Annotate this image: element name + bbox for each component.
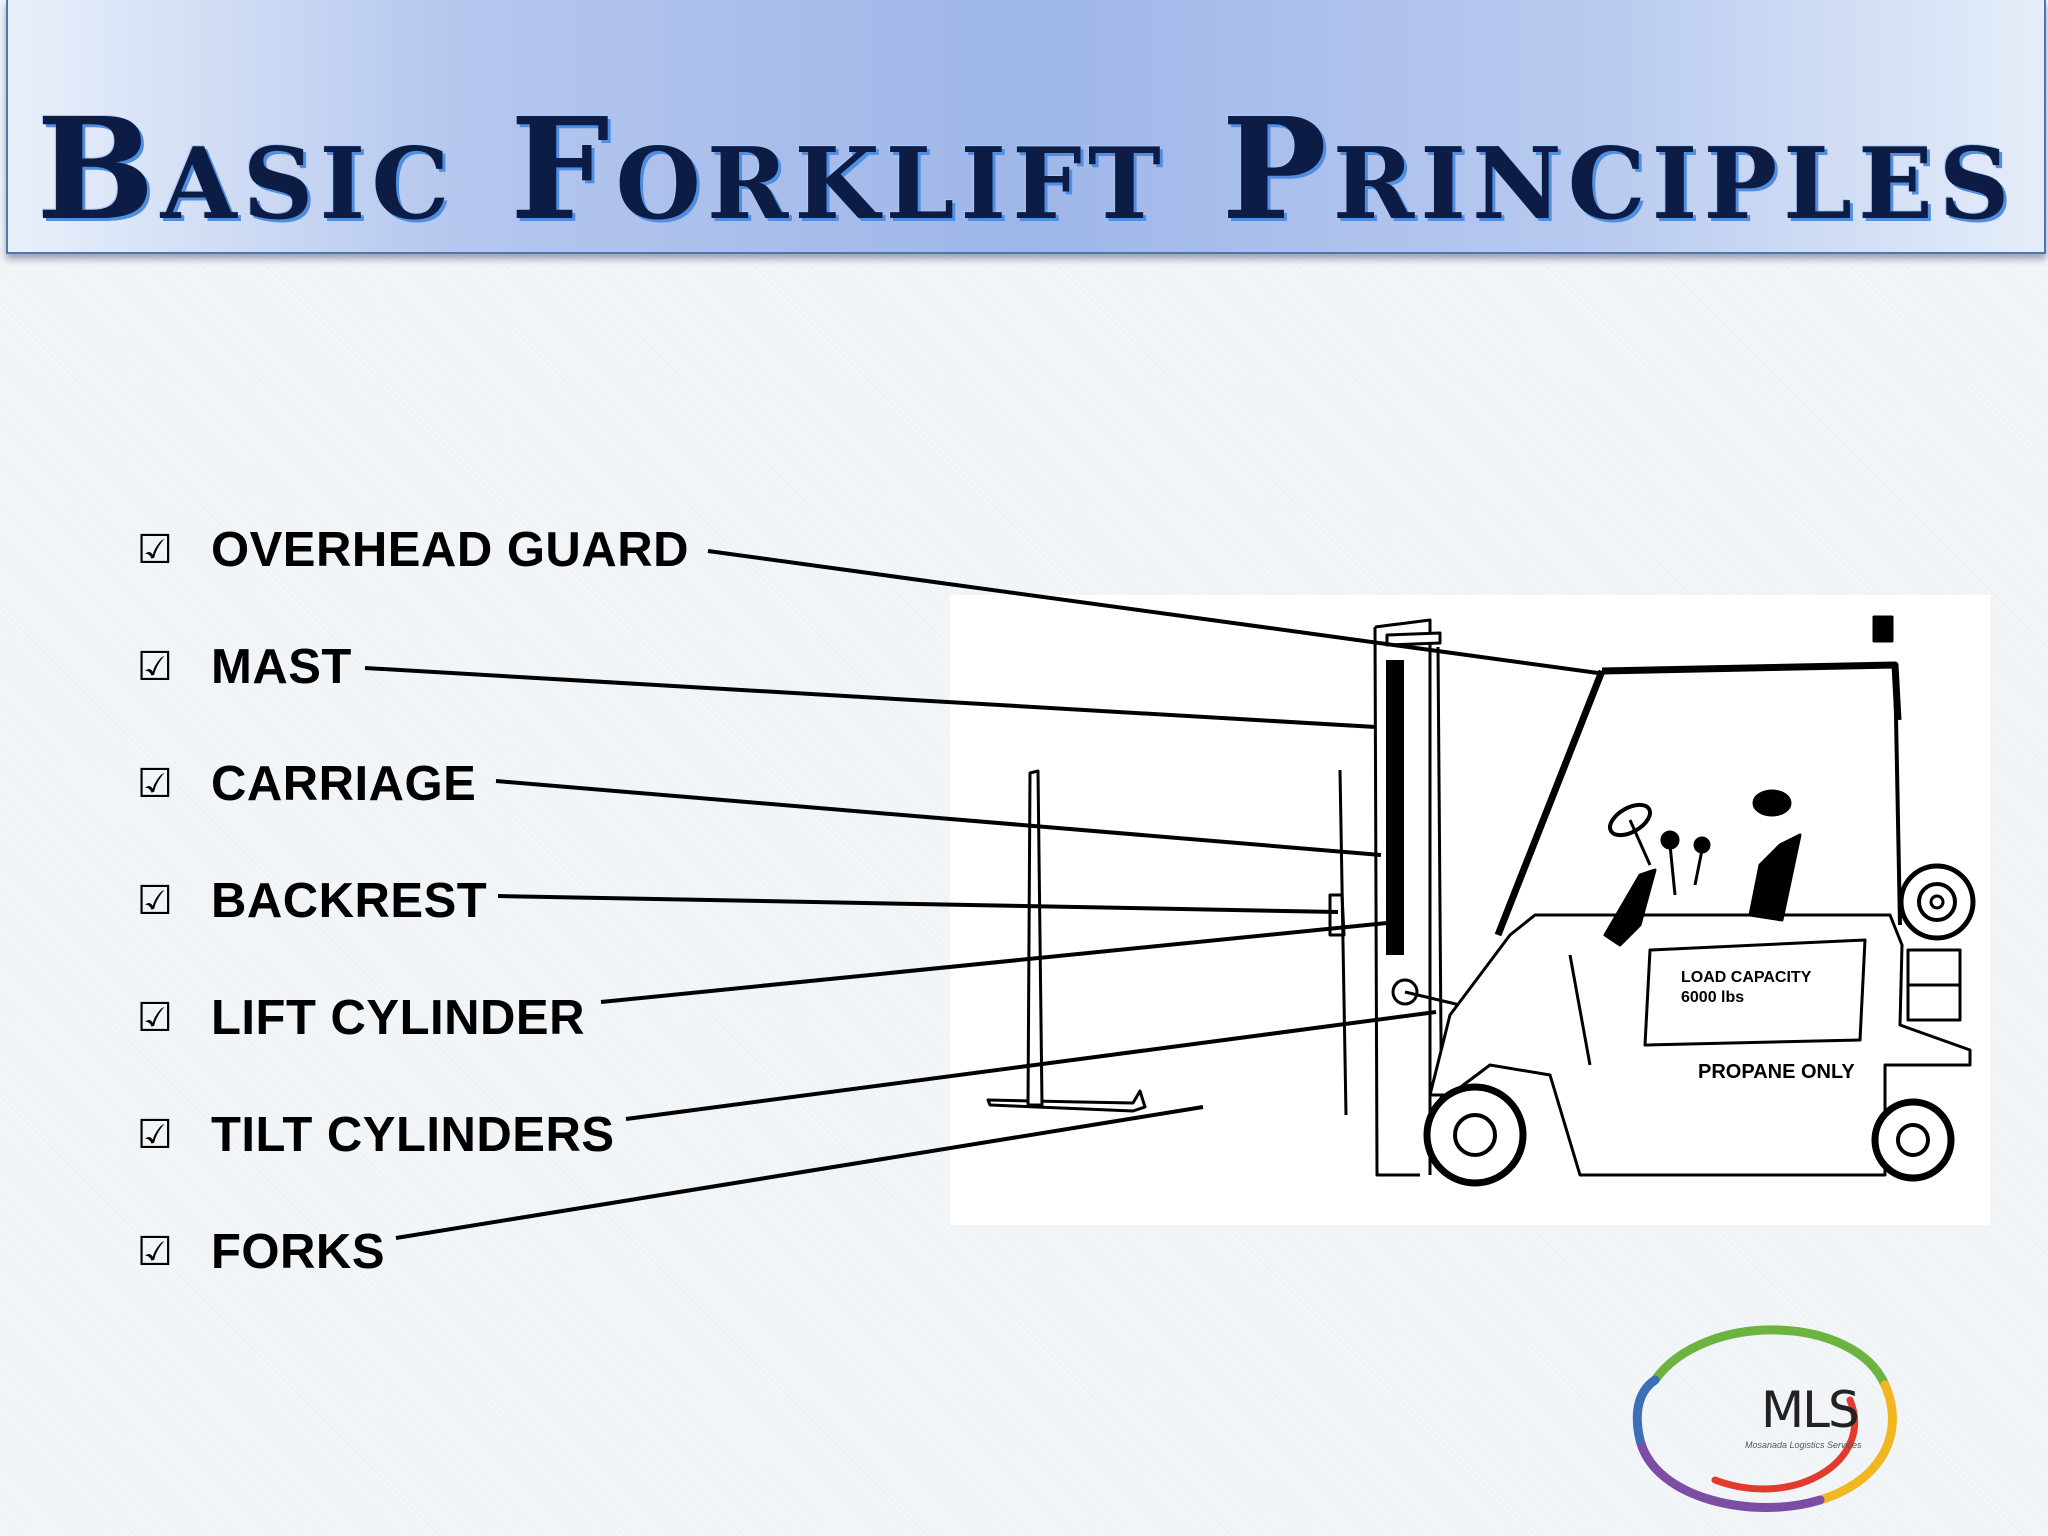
callout-label: FORKS xyxy=(211,1225,385,1279)
control-lever xyxy=(1668,844,1677,896)
checkbox-checked-icon: ☑ xyxy=(137,527,173,573)
callout-label: TILT CYLINDERS xyxy=(211,1108,615,1162)
checkbox-checked-icon: ☑ xyxy=(137,644,173,690)
leader-line-forks xyxy=(395,1105,1204,1240)
operator-seat xyxy=(1748,833,1802,922)
leader-line-lift-cylinder xyxy=(600,921,1388,1004)
leader-line-mast xyxy=(364,666,1377,729)
callout-label: MAST xyxy=(211,640,352,694)
forklift-illustration: LOAD CAPACITY 6000 lbs PROPANE ONLY xyxy=(950,595,1990,1225)
callout-tilt-cylinders: ☑ TILT CYLINDERS xyxy=(137,1105,615,1165)
guard-rear-post xyxy=(1893,664,1902,926)
carriage-plate xyxy=(1026,769,1044,1107)
decal-panel xyxy=(1643,938,1867,1047)
guard-front-post xyxy=(1494,669,1606,937)
mast-chain xyxy=(1386,660,1404,955)
callout-mast: ☑ MAST xyxy=(137,637,352,697)
logo-swoosh-icon xyxy=(1632,1325,1897,1512)
checkbox-checked-icon: ☑ xyxy=(137,878,173,924)
callout-lift-cylinder: ☑ LIFT CYLINDER xyxy=(137,988,585,1048)
callout-label: CARRIAGE xyxy=(211,757,477,811)
tilt-cylinder-rod xyxy=(1404,990,1461,1007)
leader-line-carriage xyxy=(495,779,1382,857)
callout-label: BACKREST xyxy=(211,874,488,928)
leader-line-overhead-guard xyxy=(707,549,1599,675)
load-capacity-value: 6000 lbs xyxy=(1681,989,1745,1006)
callout-label: OVERHEAD GUARD xyxy=(211,523,689,577)
leader-line-tilt-cylinders xyxy=(625,1010,1437,1121)
slide-title: Basic Forklift Principles xyxy=(36,88,2016,252)
seat-headrest xyxy=(1752,789,1792,817)
checkbox-checked-icon: ☑ xyxy=(137,1229,173,1275)
callout-label: LIFT CYLINDER xyxy=(211,991,585,1045)
company-logo: MLS Mosanada Logistics Services xyxy=(1595,1310,1965,1520)
callout-overhead-guard: ☑ OVERHEAD GUARD xyxy=(137,520,689,580)
mast-rail-rear xyxy=(1374,618,1432,1175)
checkbox-checked-icon: ☑ xyxy=(137,761,173,807)
backrest-rail xyxy=(1338,769,1348,1116)
load-capacity-title: LOAD CAPACITY xyxy=(1681,969,1812,986)
propane-decal: PROPANE ONLY xyxy=(1698,1061,1855,1083)
callout-forks: ☑ FORKS xyxy=(137,1222,385,1282)
callout-backrest: ☑ BACKREST xyxy=(137,871,487,931)
leader-line-backrest xyxy=(497,894,1339,914)
callout-carriage: ☑ CARRIAGE xyxy=(137,754,476,814)
mast-crosshead xyxy=(1385,631,1442,647)
title-banner: Basic Forklift Principles xyxy=(6,0,2046,254)
cowl-line xyxy=(1568,954,1592,1066)
checkbox-checked-icon: ☑ xyxy=(137,995,173,1041)
tilt-cylinder-eye xyxy=(1391,978,1419,1006)
logo-letters: MLS xyxy=(1761,1381,1860,1439)
logo-subtitle: Mosanada Logistics Services xyxy=(1745,1440,1862,1450)
checkbox-checked-icon: ☑ xyxy=(137,1112,173,1158)
steering-column xyxy=(1603,868,1657,947)
forklift-drawing xyxy=(986,615,1976,1187)
beacon-light xyxy=(1872,615,1894,643)
load-capacity-decal: LOAD CAPACITY 6000 lbs xyxy=(1681,968,1811,1008)
